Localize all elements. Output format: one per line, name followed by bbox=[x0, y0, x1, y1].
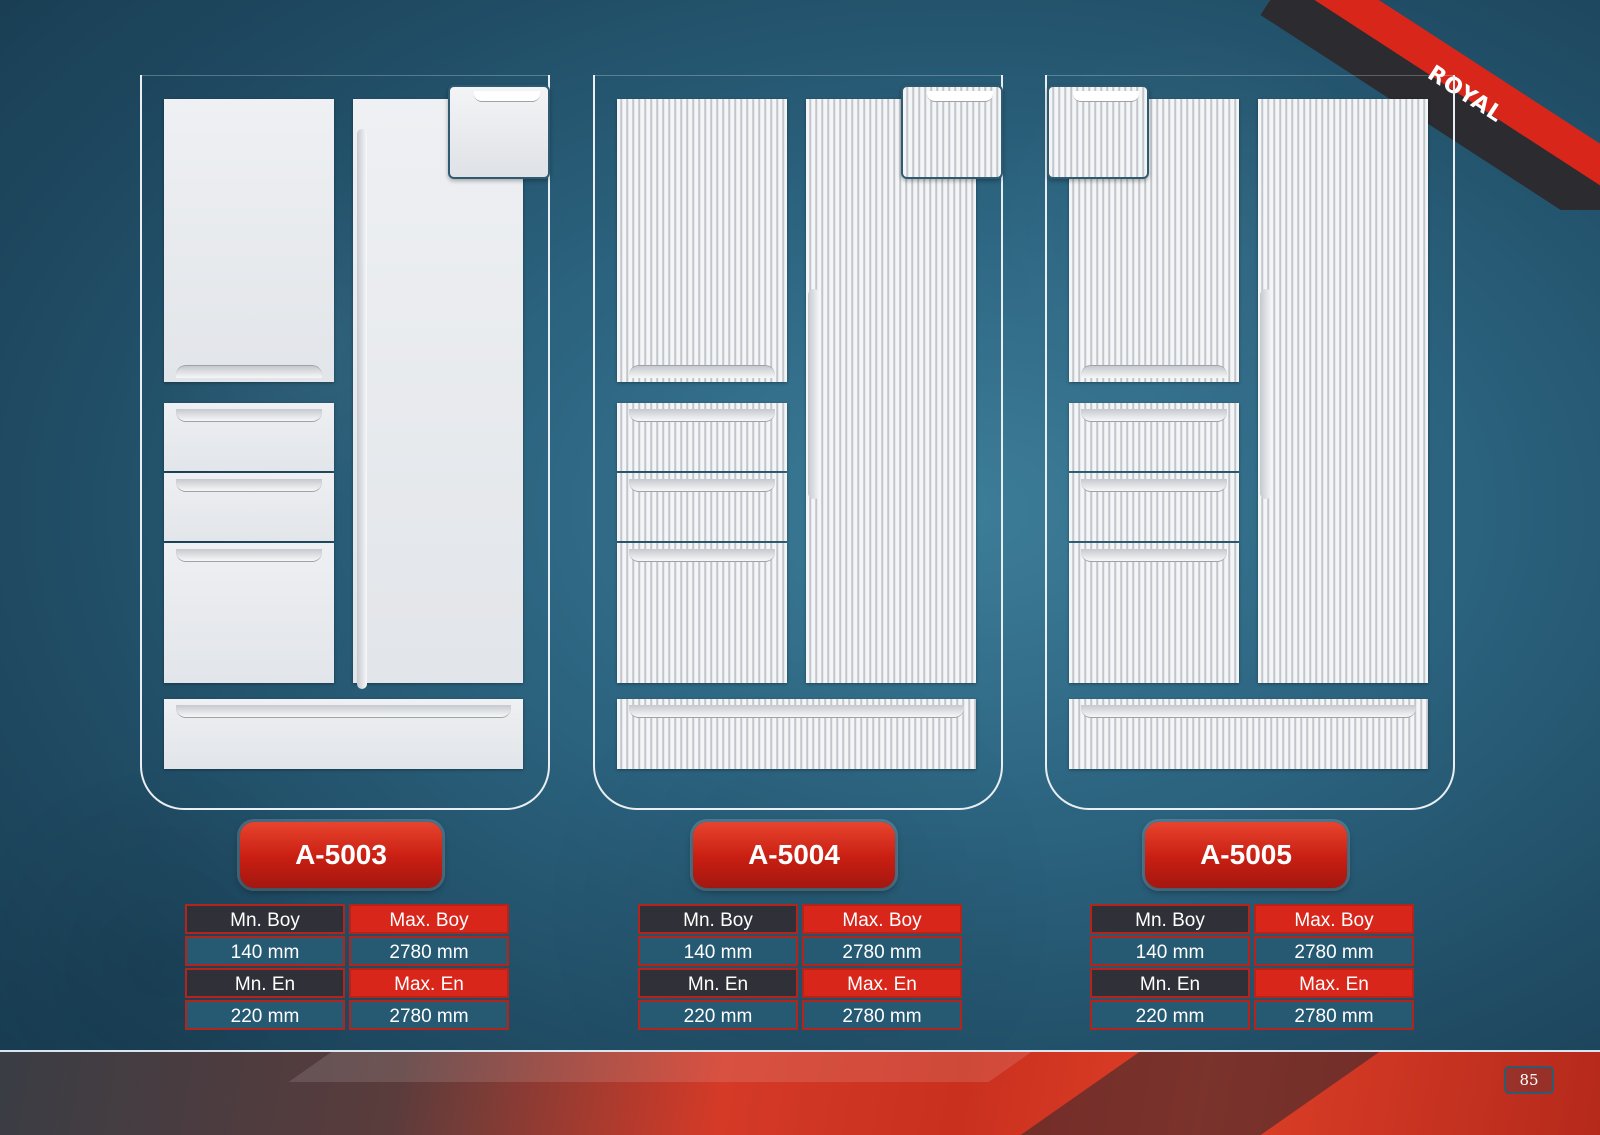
min-height-value: 140 mm bbox=[638, 936, 798, 966]
max-height-value: 2780 mm bbox=[802, 936, 962, 966]
max-height-label: Max. Boy bbox=[1254, 904, 1414, 934]
upper-door bbox=[617, 99, 787, 382]
spec-table-a5004: Mn. Boy Max. Boy 140 mm 2780 mm Mn. En M… bbox=[638, 904, 964, 1030]
finish-swatch bbox=[901, 85, 1003, 179]
tall-door bbox=[353, 99, 523, 689]
tall-door bbox=[1258, 99, 1428, 683]
drawer-1 bbox=[617, 403, 787, 471]
min-width-value: 220 mm bbox=[185, 1000, 345, 1030]
max-height-value: 2780 mm bbox=[349, 936, 509, 966]
base-drawer bbox=[1069, 699, 1428, 769]
min-width-value: 220 mm bbox=[638, 1000, 798, 1030]
base-drawer bbox=[617, 699, 976, 769]
model-badge-a5005: A-5005 bbox=[1145, 822, 1347, 888]
tall-door bbox=[806, 99, 976, 683]
page-number: 85 bbox=[1504, 1066, 1554, 1094]
page-footer: 85 bbox=[0, 1052, 1600, 1135]
drawer-2 bbox=[617, 473, 787, 541]
spec-table-a5003: Mn. Boy Max. Boy 140 mm 2780 mm Mn. En M… bbox=[185, 904, 511, 1030]
max-height-value: 2780 mm bbox=[1254, 936, 1414, 966]
upper-door bbox=[164, 99, 334, 382]
drawer-1 bbox=[164, 403, 334, 471]
cabinet-illustration-a5003 bbox=[140, 75, 550, 810]
max-height-label: Max. Boy bbox=[349, 904, 509, 934]
base-drawer bbox=[164, 699, 523, 769]
max-width-label: Max. En bbox=[802, 968, 962, 998]
max-height-label: Max. Boy bbox=[802, 904, 962, 934]
min-height-label: Mn. Boy bbox=[1090, 904, 1250, 934]
max-width-value: 2780 mm bbox=[802, 1000, 962, 1030]
drawer-2 bbox=[1069, 473, 1239, 541]
drawer-1 bbox=[1069, 403, 1239, 471]
drawer-3 bbox=[164, 543, 334, 683]
drawer-3 bbox=[1069, 543, 1239, 683]
min-height-label: Mn. Boy bbox=[185, 904, 345, 934]
max-width-value: 2780 mm bbox=[349, 1000, 509, 1030]
drawer-3 bbox=[617, 543, 787, 683]
min-width-label: Mn. En bbox=[1090, 968, 1250, 998]
drawer-2 bbox=[164, 473, 334, 541]
cabinet-illustration-a5004 bbox=[593, 75, 1003, 810]
max-width-label: Max. En bbox=[1254, 968, 1414, 998]
min-width-label: Mn. En bbox=[185, 968, 345, 998]
model-badge-a5003: A-5003 bbox=[240, 822, 442, 888]
max-width-value: 2780 mm bbox=[1254, 1000, 1414, 1030]
min-height-label: Mn. Boy bbox=[638, 904, 798, 934]
spec-table-a5005: Mn. Boy Max. Boy 140 mm 2780 mm Mn. En M… bbox=[1090, 904, 1416, 1030]
cabinet-illustration-a5005 bbox=[1045, 75, 1455, 810]
min-height-value: 140 mm bbox=[1090, 936, 1250, 966]
finish-swatch bbox=[448, 85, 550, 179]
max-width-label: Max. En bbox=[349, 968, 509, 998]
footer-divider bbox=[0, 1050, 1600, 1053]
model-badge-a5004: A-5004 bbox=[693, 822, 895, 888]
min-width-label: Mn. En bbox=[638, 968, 798, 998]
min-width-value: 220 mm bbox=[1090, 1000, 1250, 1030]
min-height-value: 140 mm bbox=[185, 936, 345, 966]
finish-swatch bbox=[1047, 85, 1149, 179]
